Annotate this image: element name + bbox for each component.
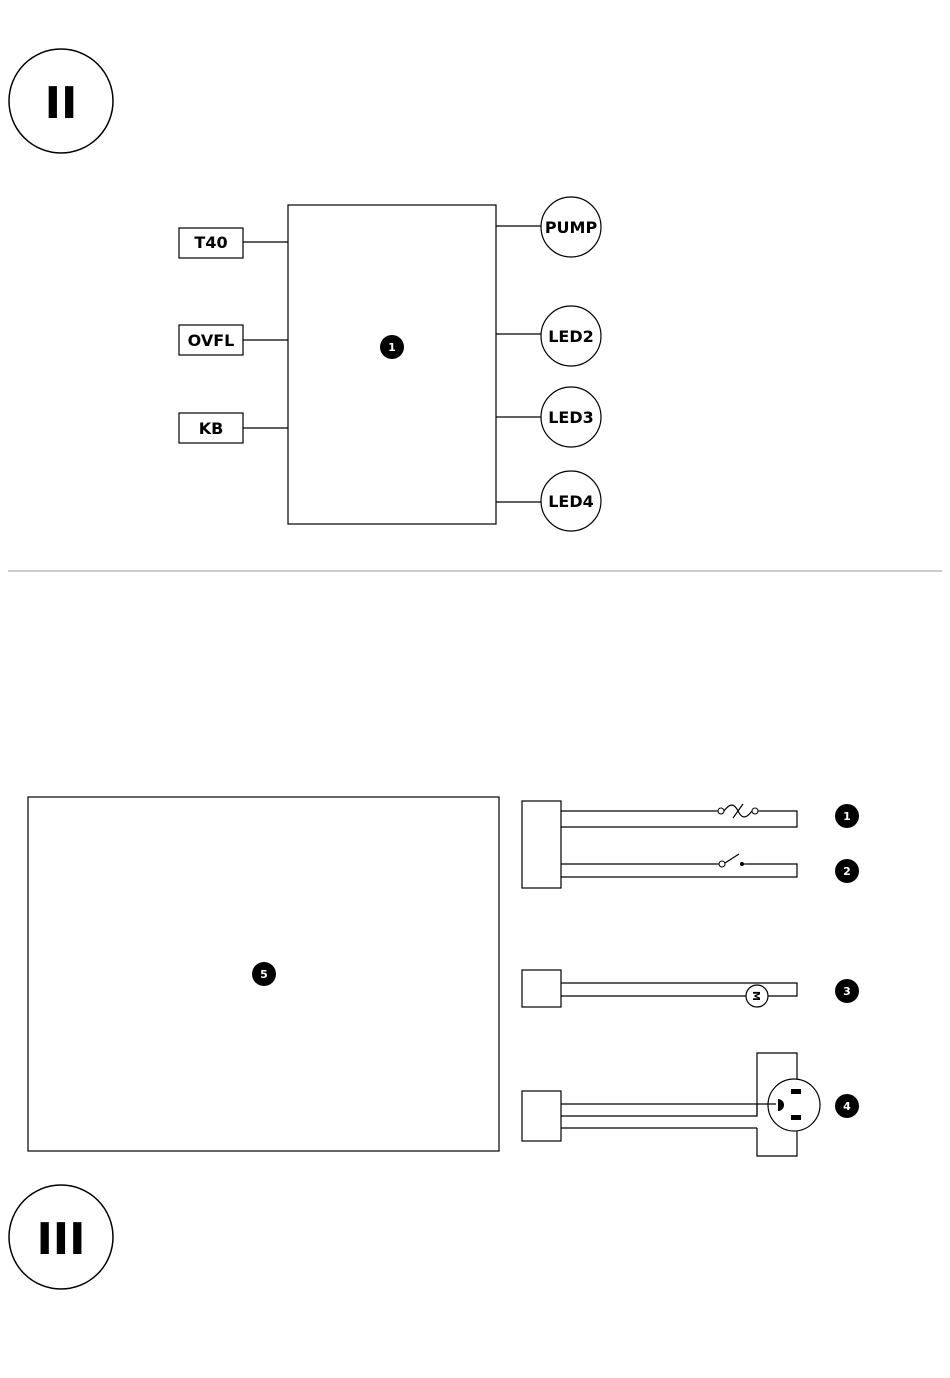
section-badge-iii-label: III (36, 1214, 85, 1265)
input-ovfl-label: OVFL (188, 331, 235, 350)
section-badge-ii: II (9, 49, 113, 153)
motor-icon: M (746, 985, 768, 1007)
section-badge-ii-label: II (45, 78, 78, 129)
controller-marker: 1 (380, 335, 404, 359)
svg-text:4: 4 (843, 1100, 851, 1113)
output-pump: PUMP (496, 197, 601, 257)
svg-text:1: 1 (388, 341, 396, 354)
connector-c (522, 1053, 820, 1156)
output-led4: LED4 (496, 471, 601, 531)
section-badge-iii: III (9, 1185, 113, 1289)
svg-text:2: 2 (843, 865, 851, 878)
marker-2: 2 (835, 859, 859, 883)
top-diagram: 1 T40 OVFL KB PUMP LED2 (179, 197, 601, 531)
bottom-diagram: 5 (28, 797, 859, 1156)
input-kb-label: KB (199, 419, 224, 438)
marker-4: 4 (835, 1094, 859, 1118)
output-led4-label: LED4 (548, 492, 594, 511)
marker-1: 1 (835, 804, 859, 828)
input-t40: T40 (179, 228, 288, 258)
connector-a (522, 801, 797, 888)
controller-box (288, 205, 496, 524)
input-kb: KB (179, 413, 288, 443)
output-led3-label: LED3 (548, 408, 594, 427)
output-led3: LED3 (496, 387, 601, 447)
svg-text:3: 3 (843, 985, 851, 998)
output-led2-label: LED2 (548, 327, 594, 346)
switch-icon (716, 854, 748, 867)
output-pump-label: PUMP (545, 218, 598, 237)
svg-text:5: 5 (260, 968, 268, 981)
svg-text:M: M (750, 991, 761, 1001)
output-led2: LED2 (496, 306, 601, 366)
connector-b: M (522, 970, 797, 1007)
input-t40-label: T40 (194, 233, 227, 252)
svg-text:1: 1 (843, 810, 851, 823)
input-ovfl: OVFL (179, 325, 288, 355)
socket-icon (757, 1079, 820, 1131)
thermal-fuse-icon (716, 804, 760, 818)
board-marker: 5 (252, 962, 276, 986)
marker-3: 3 (835, 979, 859, 1003)
